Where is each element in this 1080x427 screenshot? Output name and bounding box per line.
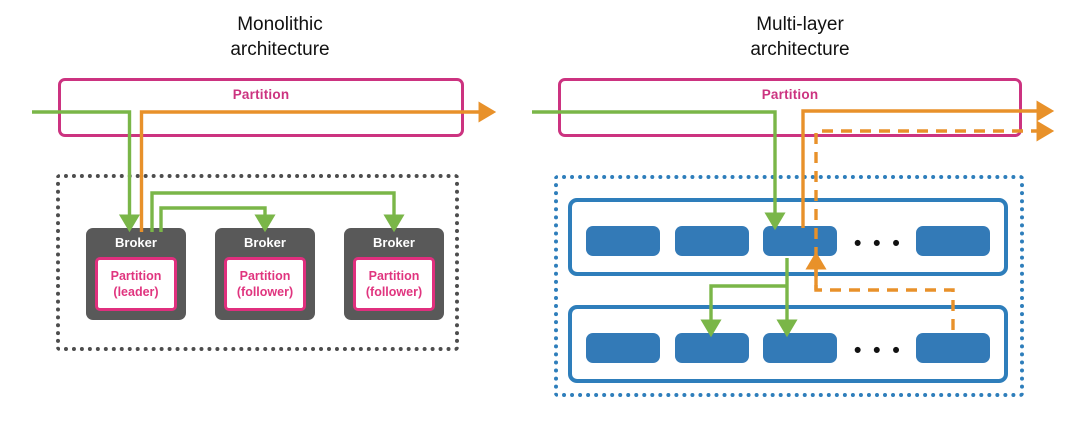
partition-role: (follower) (236, 285, 294, 299)
broker-card-2[interactable]: Broker Partition (follower) (215, 228, 315, 320)
broker-partition-leader: Partition (leader) (95, 257, 177, 311)
broker-partition-follower-2: Partition (follower) (353, 257, 435, 311)
broker-label: Broker (373, 235, 415, 250)
upper-node-2[interactable] (675, 226, 749, 256)
partition-name: Partition (239, 269, 291, 283)
broker-card-1[interactable]: Broker Partition (leader) (86, 228, 186, 320)
partition-box-monolithic: Partition (58, 78, 464, 137)
upper-node-n[interactable] (916, 226, 990, 256)
lower-node-1[interactable] (586, 333, 660, 363)
partition-name: Partition (368, 269, 420, 283)
lower-node-2[interactable] (675, 333, 749, 363)
title-monolithic: Monolithic architecture (230, 14, 330, 60)
upper-layer-ellipsis: • • • (854, 232, 903, 255)
lower-layer-ellipsis: • • • (854, 339, 903, 362)
partition-role: (follower) (365, 285, 423, 299)
title-multi-layer: Multi-layer architecture (750, 14, 850, 60)
upper-node-3[interactable] (763, 226, 837, 256)
upper-node-1[interactable] (586, 226, 660, 256)
lower-node-3[interactable] (763, 333, 837, 363)
partition-role: (leader) (113, 285, 159, 299)
partition-name: Partition (110, 269, 162, 283)
partition-label: Partition (232, 87, 290, 102)
broker-label: Broker (244, 235, 286, 250)
partition-box-multilayer: Partition (558, 78, 1022, 137)
broker-card-3[interactable]: Broker Partition (follower) (344, 228, 444, 320)
partition-label: Partition (761, 87, 819, 102)
broker-partition-follower-1: Partition (follower) (224, 257, 306, 311)
lower-node-n[interactable] (916, 333, 990, 363)
broker-label: Broker (115, 235, 157, 250)
